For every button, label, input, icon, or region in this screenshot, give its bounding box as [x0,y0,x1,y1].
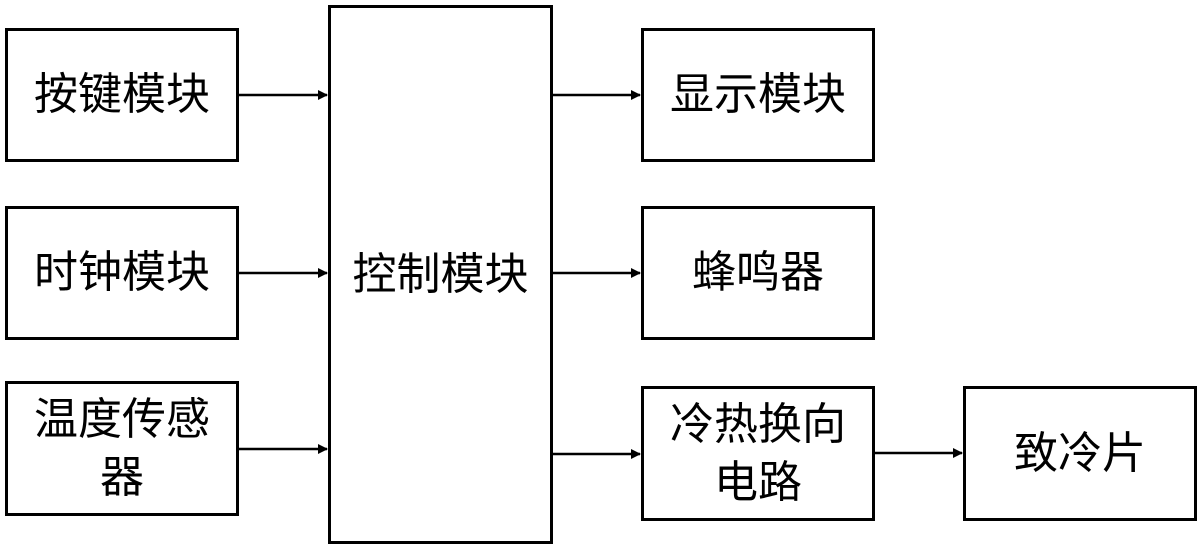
display-module-box: 显示模块 [641,28,875,162]
control-module-label: 控制模块 [352,248,529,300]
buzzer-label: 蜂鸣器 [692,247,824,298]
keypad-module-box: 按键模块 [5,28,239,162]
temperature-sensor-label: 温度传感 器 [34,393,210,503]
switch-circuit-box: 冷热换向 电路 [641,386,875,521]
buzzer-box: 蜂鸣器 [641,206,875,340]
peltier-box: 致冷片 [963,386,1197,521]
keypad-module-label: 按键模块 [34,69,210,120]
control-module-box: 控制模块 [328,5,553,544]
peltier-label: 致冷片 [1014,427,1146,479]
switch-circuit-label: 冷热换向 电路 [670,398,846,508]
clock-module-box: 时钟模块 [5,206,239,340]
temperature-sensor-box: 温度传感 器 [5,381,239,516]
clock-module-label: 时钟模块 [34,247,210,298]
display-module-label: 显示模块 [670,69,846,120]
